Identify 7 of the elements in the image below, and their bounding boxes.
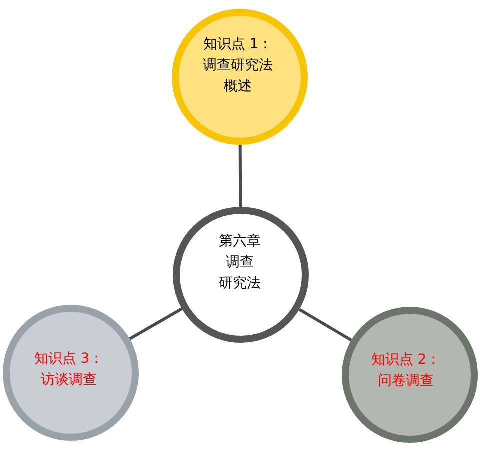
connector-line xyxy=(129,308,183,340)
topic-text: 知识点 2：问卷调查 xyxy=(371,351,441,391)
topic-text: 知识点 3：访谈调查 xyxy=(34,350,104,390)
topic-text: 知识点 1：调查研究法概述 xyxy=(203,36,273,96)
connector-line xyxy=(298,308,352,342)
connector-line xyxy=(238,144,242,208)
chapter-title: 第六章调查研究法 xyxy=(219,232,261,294)
